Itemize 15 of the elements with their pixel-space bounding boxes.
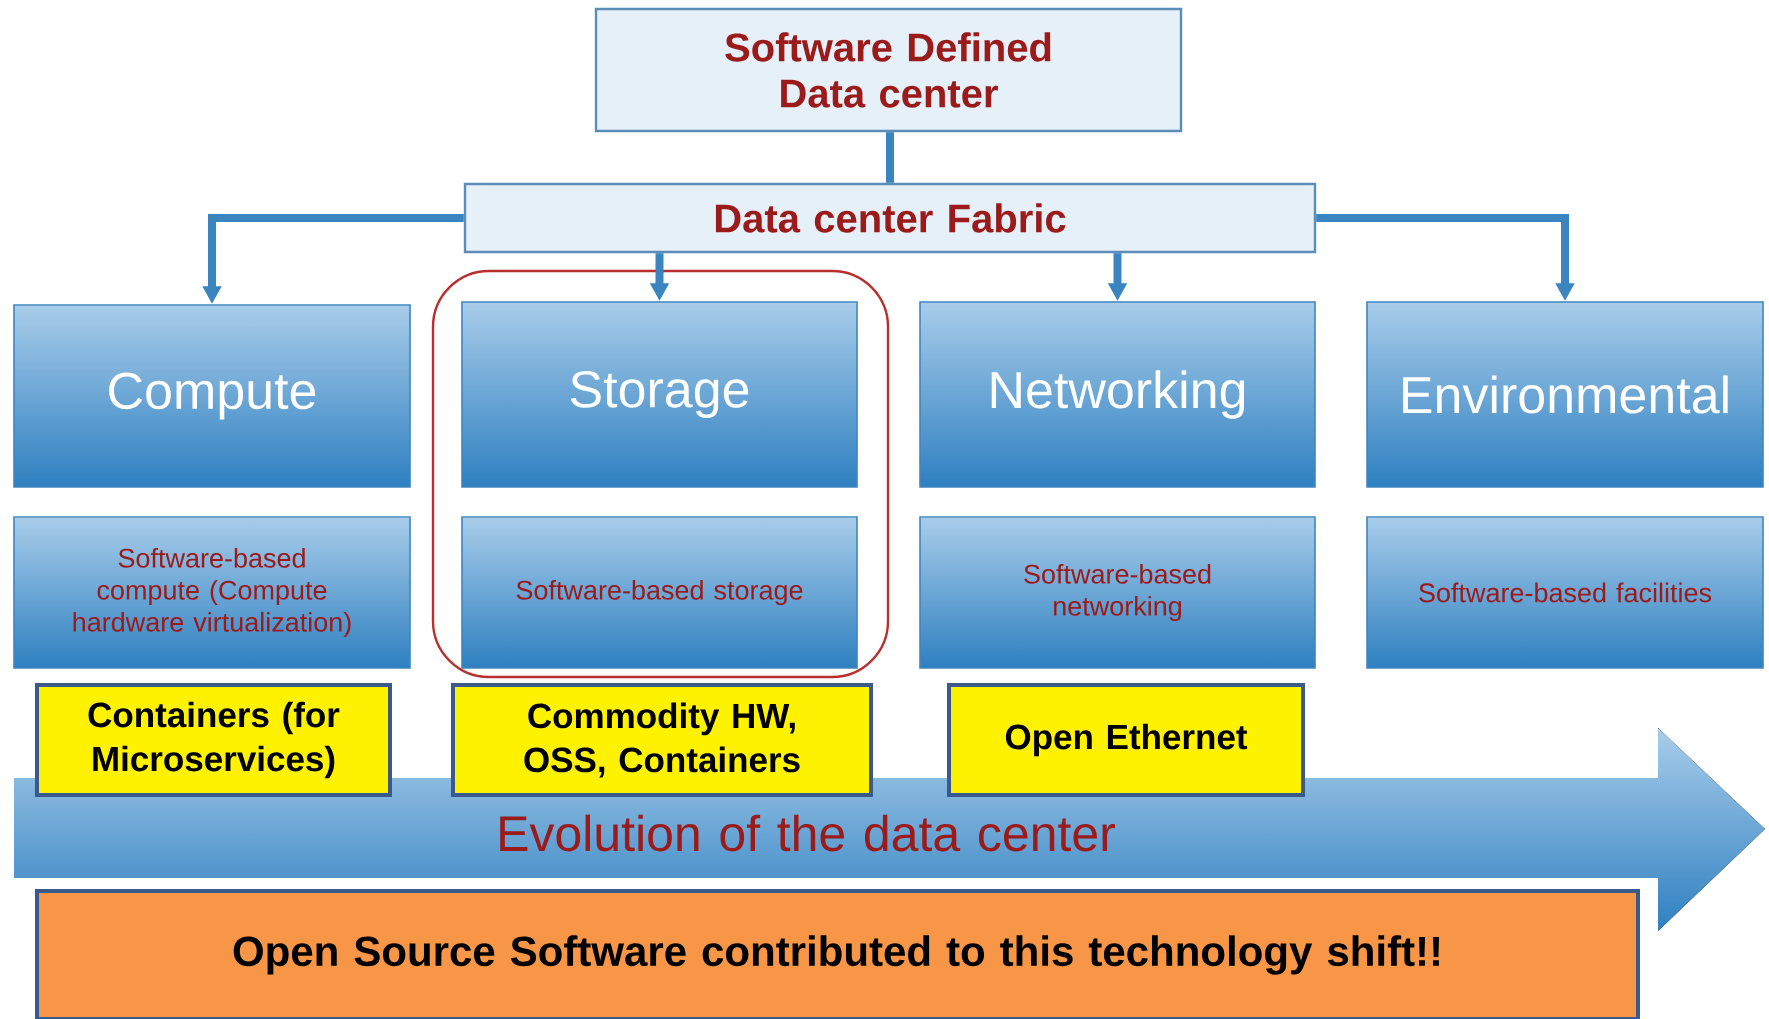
category-box: Networking: [919, 301, 1316, 488]
description-box: Software-based facilities: [1366, 516, 1764, 669]
highlight-box: Commodity HW, OSS, Containers: [451, 683, 873, 797]
description-box: Software-based networking: [919, 516, 1316, 669]
title-box: Software Defined Data center: [594, 7, 1183, 133]
description-box: Software-based storage: [461, 516, 858, 669]
highlight-box: Open Ethernet: [947, 683, 1305, 797]
category-box: Compute: [13, 304, 411, 488]
category-box: Environmental: [1366, 301, 1764, 488]
category-box: Storage: [461, 301, 858, 488]
banner-box: Open Source Software contributed to this technology shift!!: [35, 889, 1640, 1019]
highlight-box: Containers (for Microservices): [35, 683, 392, 797]
description-box: Software-based compute (Compute hardware virtualization): [13, 516, 411, 669]
group-outline: [431, 269, 890, 679]
fabric-bar: Data center Fabric: [463, 182, 1317, 254]
